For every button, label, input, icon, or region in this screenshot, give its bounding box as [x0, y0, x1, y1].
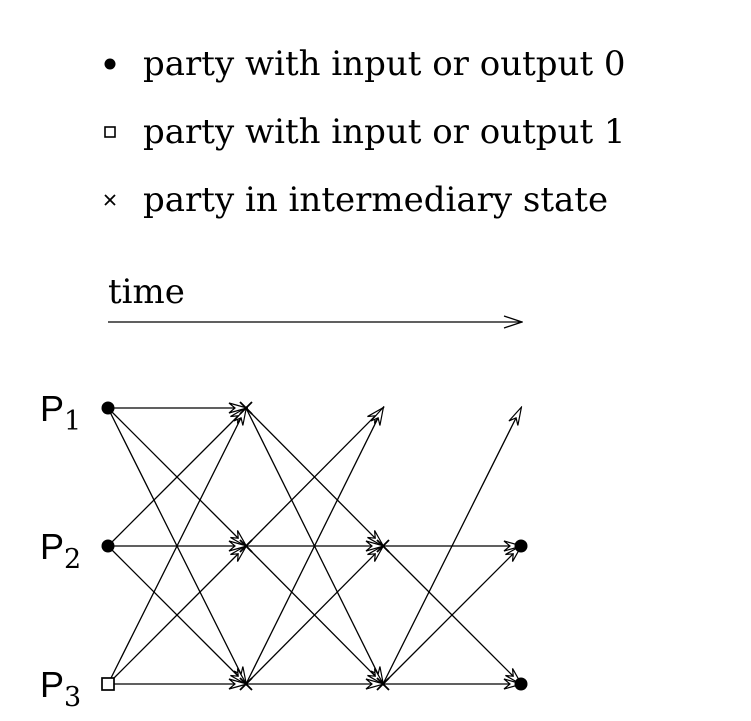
party-states	[101, 401, 528, 691]
state-node-n2-2	[239, 539, 253, 553]
party-label-3: P3	[40, 664, 81, 713]
legend-item-2: party in intermediary state	[104, 180, 608, 220]
state-node-n3-4	[514, 677, 528, 691]
arrow-p3r1-p2r2	[245, 546, 383, 685]
legend: party with input or output 0 party with …	[104, 44, 626, 220]
arrow-p3r0-p2r1	[107, 546, 246, 685]
state-node-n1-2	[239, 401, 253, 415]
arrow-p3r2-p1r3	[382, 408, 521, 685]
party-label-1: P1	[40, 388, 81, 437]
time-axis: time	[108, 272, 522, 322]
state-node-n1-1	[101, 401, 115, 415]
state-node-n2-1	[101, 539, 115, 553]
legend-item-1: party with input or output 1	[104, 112, 626, 152]
state-node-n3-3	[376, 677, 390, 691]
arrow-p3r0-p1r1	[107, 408, 246, 685]
dot-marker-icon	[104, 58, 116, 70]
state-node-n2-3	[376, 539, 390, 553]
arrow-p3r1-p1r2	[245, 408, 383, 685]
message-arrows	[107, 408, 521, 685]
arrow-p2r1-p1r2	[245, 408, 383, 547]
square-marker-icon	[104, 126, 116, 138]
state-node-n3-1	[101, 677, 115, 691]
party-labels: P1 P2 P3	[40, 388, 81, 713]
legend-label-0: party with input or output 0	[143, 44, 626, 84]
cross-marker-icon	[104, 194, 116, 206]
state-node-n2-4	[514, 539, 528, 553]
state-node-n3-2	[239, 677, 253, 691]
legend-label-1: party with input or output 1	[143, 112, 626, 152]
legend-label-2: party in intermediary state	[143, 180, 608, 220]
arrow-p2r0-p1r1	[107, 408, 246, 547]
legend-item-0: party with input or output 0	[104, 44, 626, 84]
time-label: time	[108, 272, 185, 312]
arrow-p3r2-p2r3	[382, 546, 521, 685]
party-label-2: P2	[40, 526, 81, 575]
